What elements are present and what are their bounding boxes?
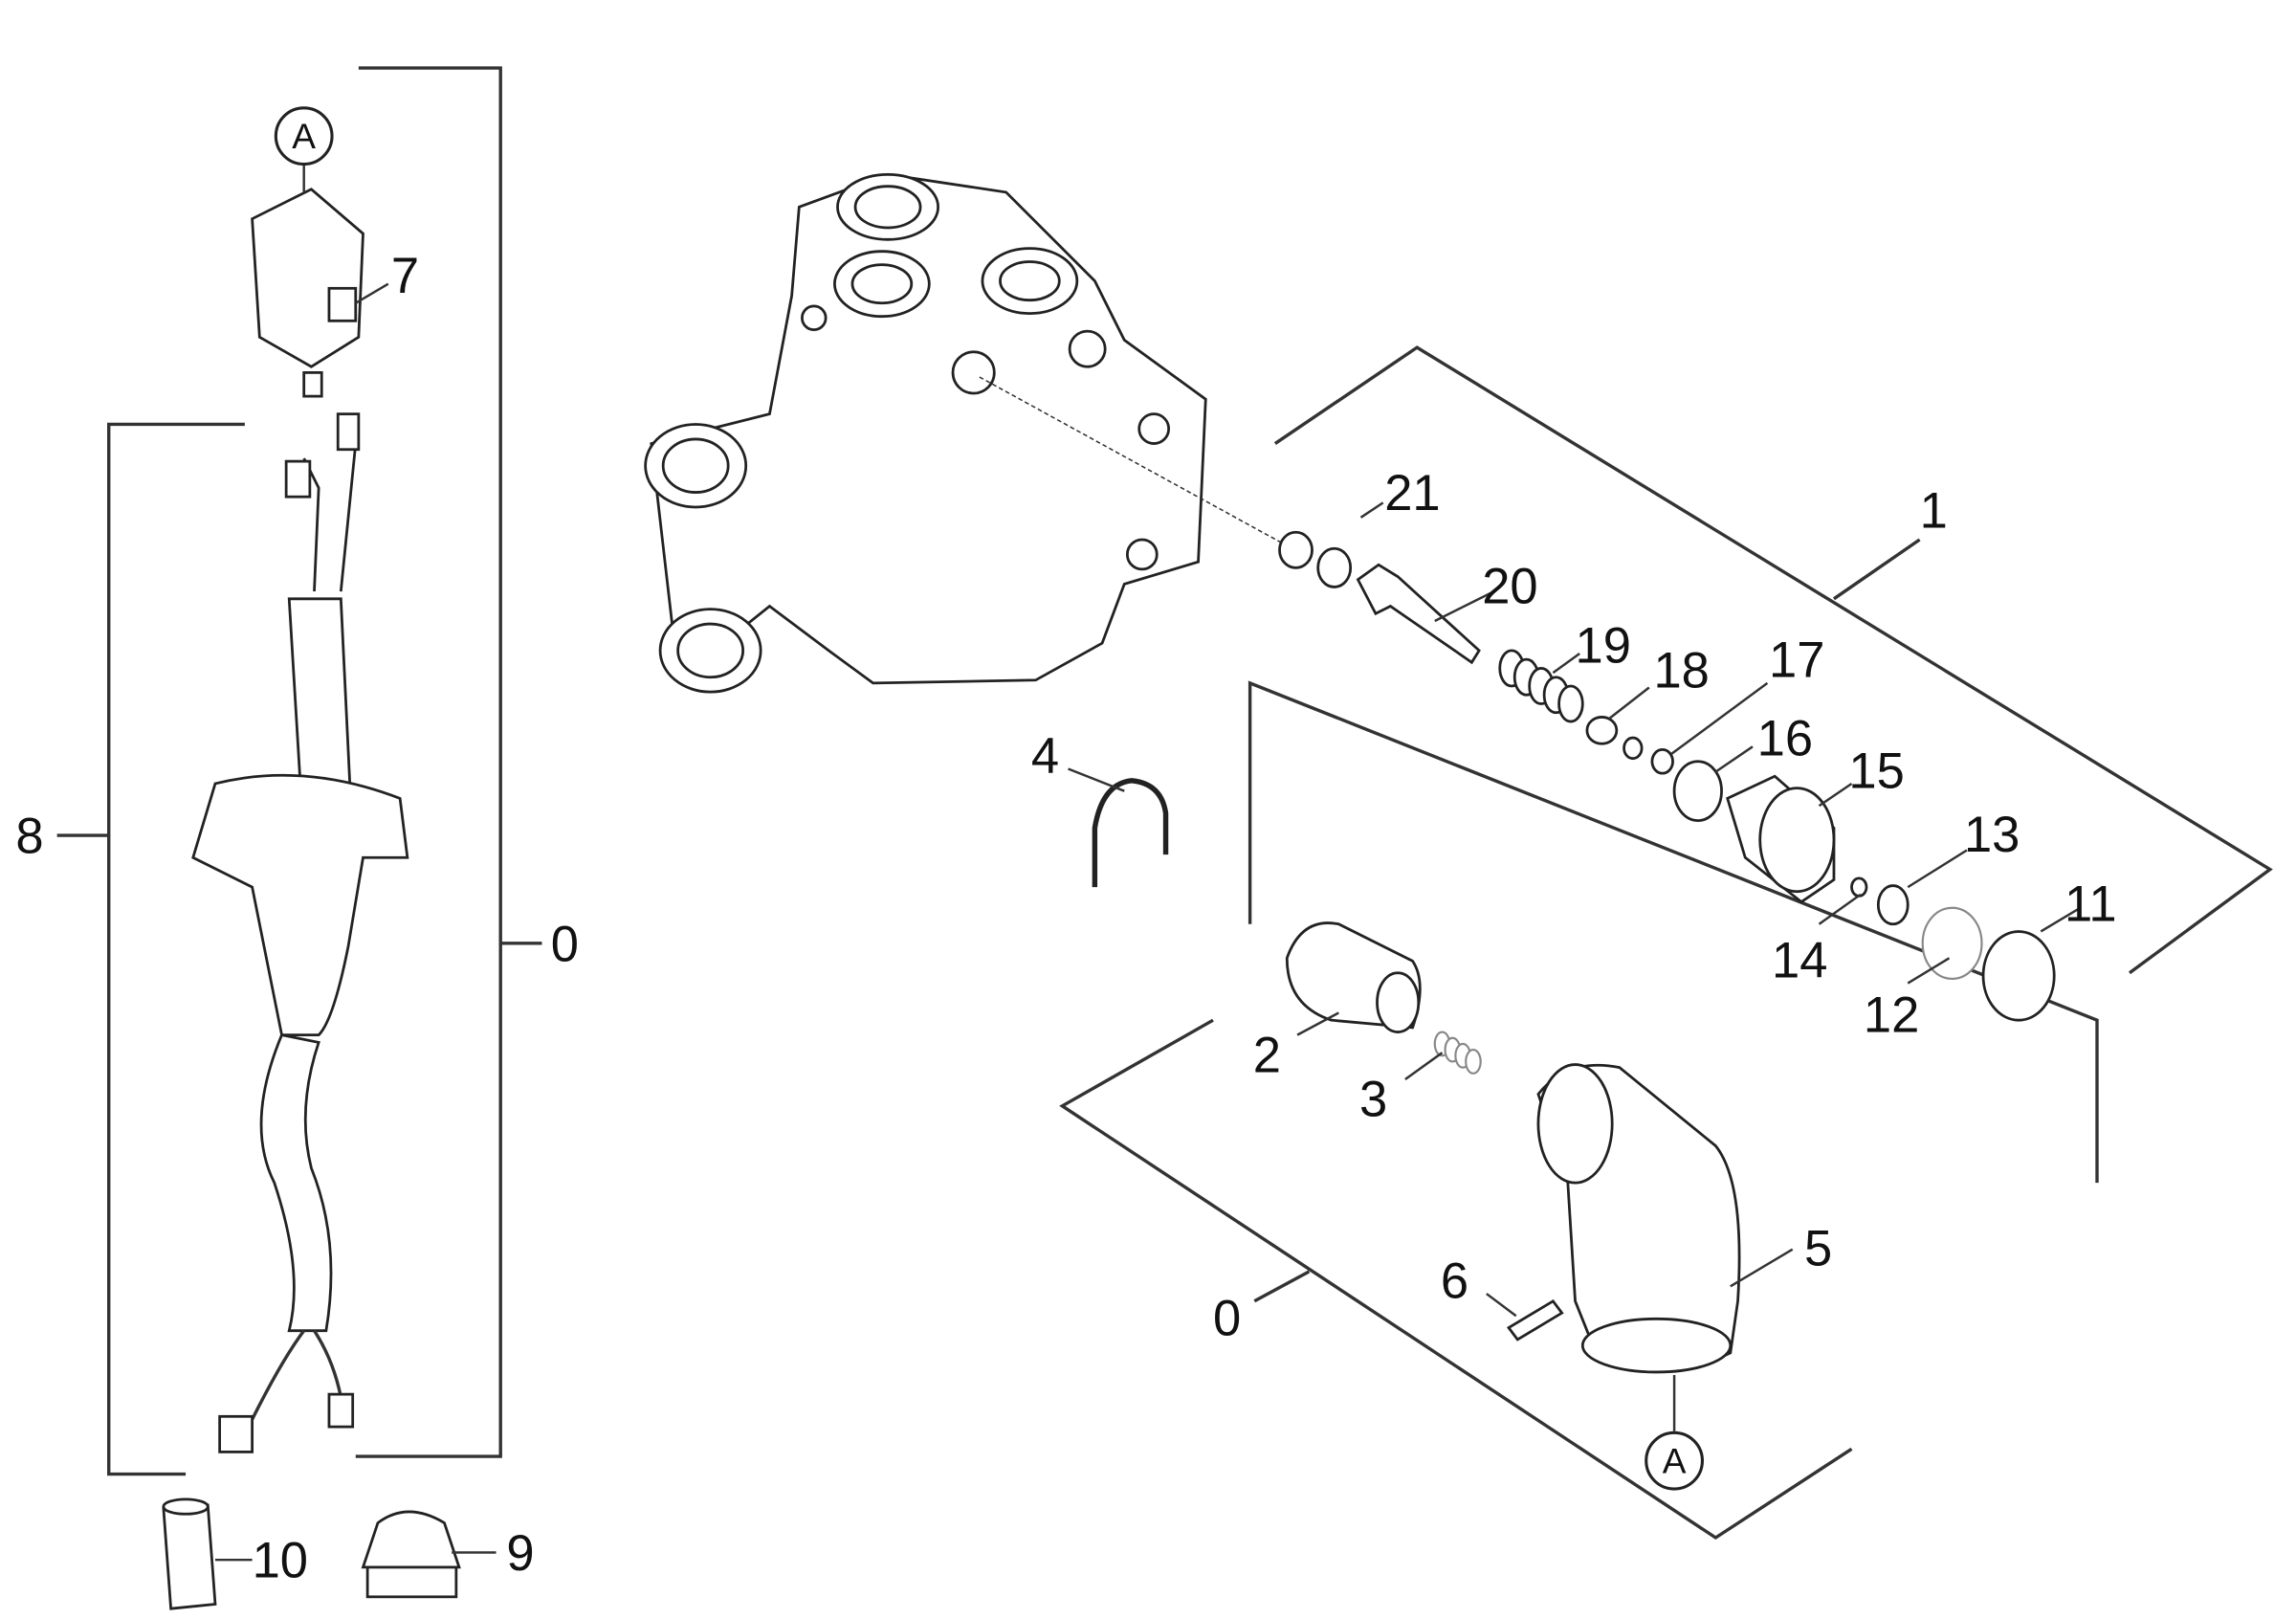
callout-20: 20 <box>1482 558 1537 614</box>
assembly-leader <box>979 376 1285 545</box>
callout-18: 18 <box>1653 643 1709 699</box>
callout-7: 7 <box>391 248 419 304</box>
bracket-group-check-valve <box>1247 680 2099 1184</box>
callout-19: 19 <box>1576 617 1631 674</box>
spring-part <box>1433 1031 1482 1075</box>
pin-part <box>1506 1298 1564 1342</box>
callout-21: 21 <box>1384 465 1440 521</box>
callout-2: 2 <box>1253 1027 1281 1083</box>
bracket-group-8 <box>56 422 245 1476</box>
callout-labels: 7 8 0 10 9 1 21 20 19 18 17 16 15 13 14 … <box>15 248 2116 1589</box>
callout-16: 16 <box>1757 711 1813 767</box>
callout-17: 17 <box>1769 632 1824 689</box>
sleeve-part <box>162 1497 217 1610</box>
callout-12: 12 <box>1864 987 1919 1044</box>
callout-8: 8 <box>15 809 43 865</box>
pressure-switch-part <box>251 188 364 398</box>
reference-marker-bottom: A <box>1645 1430 1704 1491</box>
svg-text:A: A <box>1663 1441 1687 1481</box>
callout-1: 1 <box>1920 483 1948 540</box>
callout-15: 15 <box>1848 743 1904 800</box>
clip-part <box>1092 778 1169 888</box>
callout-0-left: 0 <box>551 916 579 972</box>
bracket-group-1 <box>1273 345 2273 975</box>
callout-9: 9 <box>506 1525 534 1582</box>
callout-14: 14 <box>1772 932 1827 988</box>
elbow-fitting-part <box>1536 1063 1741 1374</box>
callout-6: 6 <box>1441 1253 1468 1310</box>
bracket-group-0-bottom <box>1059 1018 1853 1541</box>
callout-10: 10 <box>253 1533 308 1589</box>
svg-text:A: A <box>292 116 316 156</box>
bracket-group-0-left <box>355 66 542 1458</box>
reference-marker-top: A <box>274 106 334 166</box>
callout-3: 3 <box>1359 1072 1387 1128</box>
callout-0-bottom: 0 <box>1213 1290 1241 1346</box>
leader-lines <box>214 162 2079 1562</box>
valve-parts <box>1278 530 2056 1022</box>
callout-4: 4 <box>1031 728 1059 785</box>
callout-13: 13 <box>1964 807 2020 863</box>
check-valve-part <box>1285 921 1422 1033</box>
pump-head-manifold <box>644 172 1207 694</box>
callout-5: 5 <box>1804 1221 1832 1277</box>
cap-part <box>361 1510 461 1599</box>
callout-11: 11 <box>2064 876 2117 933</box>
cable-harness-part <box>191 412 409 1453</box>
